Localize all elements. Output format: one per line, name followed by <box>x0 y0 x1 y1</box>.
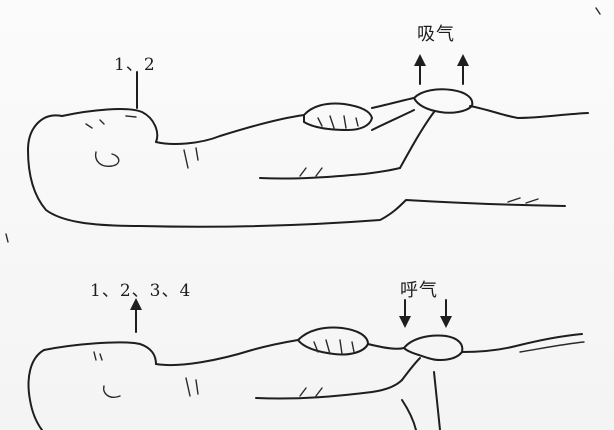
top-count-label: 1、2 <box>114 50 156 75</box>
bottom-abdomen-line <box>368 344 404 349</box>
top-body-back-outline <box>28 115 565 226</box>
bottom-ear <box>104 386 120 397</box>
top-neck-chest-line <box>156 115 304 144</box>
bottom-eye <box>94 352 102 360</box>
top-ear <box>96 152 119 166</box>
bottom-abdomen-hand <box>404 336 462 361</box>
bottom-figure <box>29 298 584 430</box>
top-face-profile <box>62 109 157 142</box>
top-forearm-upper <box>372 110 414 130</box>
top-figure <box>28 54 588 227</box>
top-forearm <box>260 168 400 179</box>
bottom-head-back <box>29 350 44 430</box>
bottom-forearm <box>256 380 402 399</box>
top-mouth <box>126 116 136 117</box>
bottom-upper-arm-2 <box>434 372 440 430</box>
bottom-exhale-label: 呼气 <box>400 276 438 302</box>
top-shading <box>184 148 538 203</box>
bottom-chest-hand <box>298 328 368 355</box>
corner-mark <box>596 8 600 14</box>
bottom-face-profile <box>44 342 156 364</box>
top-inhale-arrows <box>414 54 469 84</box>
top-chest-hand <box>304 103 372 130</box>
top-eye <box>86 120 104 128</box>
bottom-forearm-rise <box>402 358 420 380</box>
bottom-leg-line <box>462 334 582 352</box>
bottom-exhale-arrows <box>399 300 452 328</box>
bottom-count-label: 1、2、3、4 <box>90 276 191 301</box>
top-abdomen-line <box>372 98 414 108</box>
bottom-shading <box>186 378 322 396</box>
top-abdomen-hand <box>414 89 472 112</box>
bottom-upper-arm <box>402 400 416 430</box>
bottom-neck-chest-line <box>156 340 298 365</box>
top-forearm-lower <box>400 112 434 168</box>
top-chest-hand-fingers <box>318 116 358 128</box>
top-inhale-label: 吸气 <box>417 20 455 46</box>
top-leg-upper-line <box>470 106 588 118</box>
edge-mark <box>6 234 8 242</box>
